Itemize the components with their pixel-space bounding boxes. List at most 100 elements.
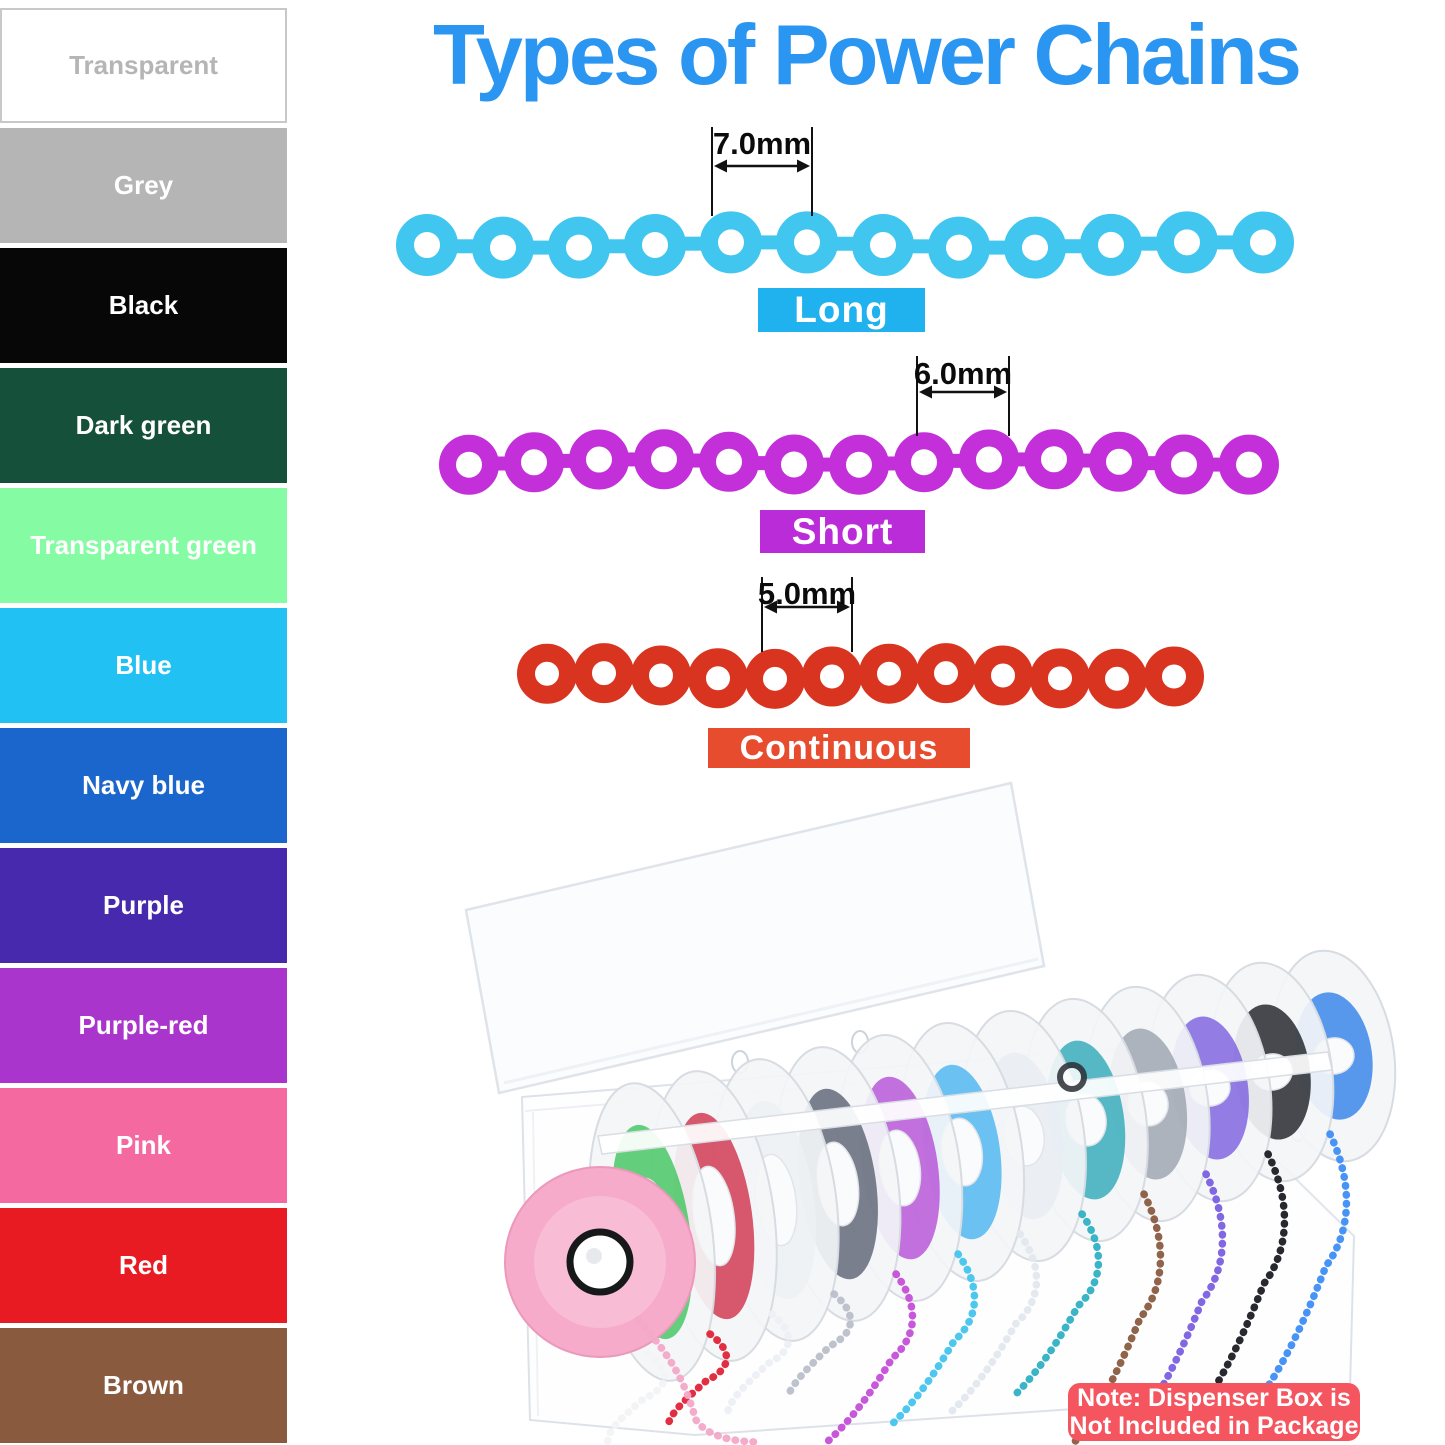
hanging-chain-strand bbox=[1008, 1210, 1103, 1402]
note-line-2: Not Included in Package bbox=[1069, 1412, 1359, 1440]
measure-arrow-head-right bbox=[797, 159, 810, 173]
chain-ring bbox=[700, 211, 762, 274]
color-swatch: Pink bbox=[0, 1088, 287, 1203]
color-swatch-label: Red bbox=[118, 1250, 169, 1281]
color-swatch: Purple-red bbox=[0, 968, 287, 1083]
chain-ring bbox=[1089, 431, 1149, 492]
lid-edge-highlight bbox=[503, 957, 1039, 1085]
chain-type-label-long: Long bbox=[758, 288, 925, 332]
hanging-chain-strand bbox=[783, 1290, 855, 1402]
measure-arrow-head-left bbox=[714, 159, 727, 173]
chain-size-label: 7.0mm bbox=[713, 126, 811, 161]
chain-ring bbox=[472, 216, 534, 279]
page-title: Types of Power Chains bbox=[433, 8, 1302, 103]
chain-ring bbox=[396, 214, 458, 276]
chain-ring bbox=[764, 434, 824, 495]
hanging-chain-strand bbox=[1070, 1190, 1165, 1445]
chain-ring bbox=[802, 646, 862, 707]
chain-size-label: 6.0mm bbox=[914, 356, 1012, 391]
chain-ring bbox=[1144, 646, 1204, 707]
measure-arrow-head-left bbox=[919, 385, 932, 399]
color-swatch-label: Purple-red bbox=[78, 1010, 209, 1041]
chain-ring bbox=[634, 429, 694, 490]
color-swatch-label: Black bbox=[108, 290, 179, 321]
chains-diagram: 7.0mm 6.0mm 5.0mm bbox=[396, 126, 1294, 709]
color-swatch: Black bbox=[0, 248, 287, 363]
chain-ring bbox=[959, 429, 1019, 490]
hanging-chain-strand-pink bbox=[634, 1316, 764, 1445]
measure-arrow-head-right bbox=[837, 600, 850, 614]
chain-ring bbox=[1219, 434, 1279, 495]
color-swatch-label: Brown bbox=[103, 1370, 184, 1401]
color-legend: Transparent Grey Black Dark green Transp… bbox=[0, 8, 287, 1443]
color-swatch-label: Purple bbox=[103, 890, 184, 921]
color-swatch-label: Grey bbox=[113, 170, 174, 201]
chain-type-label-continuous: Continuous bbox=[708, 728, 970, 768]
chain-ring bbox=[745, 648, 805, 709]
measure-arrow-head-left bbox=[764, 600, 777, 614]
color-swatch: Grey bbox=[0, 128, 287, 243]
chain-type-label-short: Short bbox=[760, 510, 925, 553]
chain-size-label: 5.0mm bbox=[758, 576, 856, 611]
chain-ring bbox=[699, 431, 759, 492]
chain-ring bbox=[916, 643, 976, 704]
hanging-chain-strand bbox=[822, 1270, 917, 1445]
color-swatch: Dark green bbox=[0, 368, 287, 483]
acrylic-lid bbox=[464, 781, 1046, 1095]
hanging-chain-strand bbox=[1194, 1150, 1289, 1417]
chain-ring bbox=[894, 432, 954, 493]
chain-ring bbox=[852, 214, 914, 277]
chain-ring bbox=[574, 643, 634, 704]
chain-ring bbox=[1232, 211, 1294, 274]
chain-ring bbox=[504, 432, 564, 493]
chain-ring bbox=[439, 434, 499, 495]
hanging-chain-strand bbox=[946, 1230, 1041, 1417]
chain-ring bbox=[688, 648, 748, 709]
chain-ring bbox=[829, 434, 889, 495]
color-swatch: Blue bbox=[0, 608, 287, 723]
hanging-chain-strand bbox=[663, 1330, 731, 1432]
color-swatch-label: Transparent bbox=[69, 50, 218, 81]
chain-continuous: 5.0mm bbox=[517, 576, 1204, 709]
color-swatch: Red bbox=[0, 1208, 287, 1323]
chain-ring bbox=[1154, 434, 1214, 495]
chain-ring bbox=[624, 213, 686, 276]
color-swatch: Purple bbox=[0, 848, 287, 963]
chain-ring bbox=[631, 645, 691, 706]
chain-ring bbox=[973, 645, 1033, 706]
chain-ring bbox=[1156, 211, 1218, 274]
note-line-1: Note: Dispenser Box is bbox=[1077, 1384, 1351, 1412]
chain-ring bbox=[548, 216, 610, 279]
color-swatch-label: Blue bbox=[115, 650, 172, 681]
hanging-chain-strand bbox=[884, 1250, 979, 1432]
chain-ring bbox=[1030, 648, 1090, 709]
axle-end-cap bbox=[1057, 1062, 1087, 1092]
chain-ring bbox=[1024, 429, 1084, 490]
dispenser-box-photo bbox=[464, 781, 1397, 1445]
front-spool-knob bbox=[566, 1228, 634, 1296]
chain-ring bbox=[1004, 216, 1066, 279]
color-swatch: Navy blue bbox=[0, 728, 287, 843]
color-swatch-label: Pink bbox=[116, 1130, 171, 1161]
note-badge: Note: Dispenser Box is Not Included in P… bbox=[1068, 1383, 1360, 1441]
chain-ring bbox=[859, 643, 919, 704]
hanging-chain-strand bbox=[604, 1350, 669, 1445]
color-swatch: Transparent green bbox=[0, 488, 287, 603]
chain-ring bbox=[776, 211, 838, 274]
knob-highlight bbox=[586, 1248, 602, 1264]
chain-ring bbox=[1080, 213, 1142, 276]
chain-ring bbox=[1087, 648, 1147, 709]
chain-long: 7.0mm bbox=[396, 126, 1294, 279]
color-swatch-label: Dark green bbox=[75, 410, 212, 441]
chain-ring bbox=[928, 216, 990, 279]
color-swatch: Transparent bbox=[0, 8, 287, 123]
chain-ring bbox=[517, 643, 577, 704]
front-spool bbox=[504, 1166, 696, 1358]
color-swatch-label: Transparent green bbox=[30, 530, 257, 561]
hanging-chain-strand bbox=[1256, 1130, 1351, 1402]
chain-ring bbox=[569, 429, 629, 490]
chain-short: 6.0mm bbox=[439, 356, 1279, 495]
color-swatch: Brown bbox=[0, 1328, 287, 1443]
color-swatch-label: Navy blue bbox=[82, 770, 205, 801]
hanging-chain-strand bbox=[723, 1310, 793, 1417]
